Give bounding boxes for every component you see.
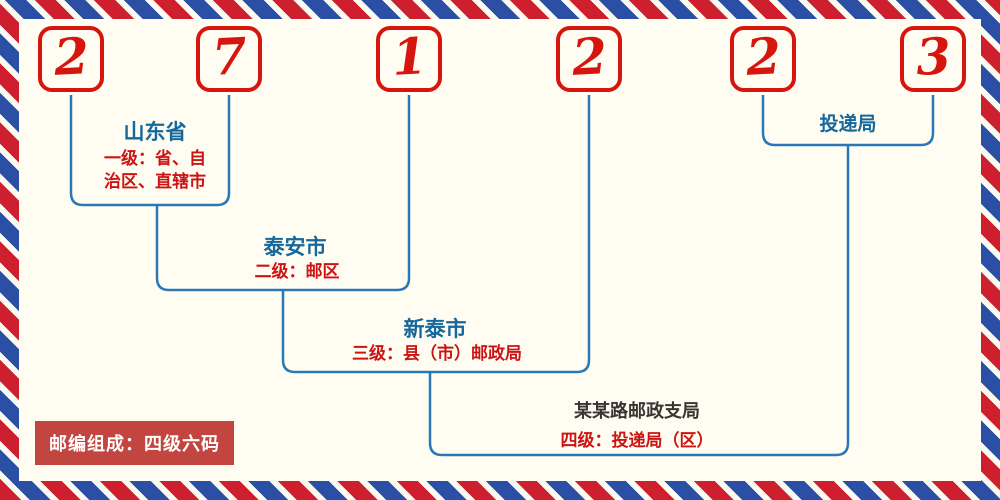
content-panel [19, 19, 981, 481]
level1-desc: 一级：省、自 治区、直辖市 [104, 147, 206, 193]
digit-4: 2 [570, 25, 608, 87]
digit-3: 1 [390, 25, 428, 87]
digit-box-5: 2 [730, 26, 796, 92]
delivery-office-label: 投递局 [819, 114, 877, 135]
digit-6: 3 [914, 25, 952, 87]
level3-desc: 三级：县（市）邮政局 [352, 344, 522, 363]
level1-place-label: 山东省 [123, 121, 187, 144]
level3-place-label: 新泰市 [403, 318, 467, 341]
digit-box-1: 2 [38, 26, 104, 92]
digit-box-6: 3 [900, 26, 966, 92]
digit-box-3: 1 [376, 26, 442, 92]
composition-badge: 邮编组成：四级六码 [35, 421, 234, 465]
digit-box-2: 7 [196, 26, 262, 92]
level1-desc-line2: 治区、直辖市 [104, 172, 206, 191]
digit-box-4: 2 [556, 26, 622, 92]
level2-place-label: 泰安市 [263, 236, 327, 259]
level1-desc-line1: 一级：省、自 [104, 149, 206, 168]
level4-place-label: 某某路邮政支局 [574, 401, 700, 421]
level4-desc: 四级：投递局（区） [560, 431, 714, 450]
digit-1: 2 [52, 25, 90, 87]
digit-5: 2 [744, 25, 782, 87]
level2-desc: 二级：邮区 [254, 262, 340, 281]
digit-2: 7 [210, 25, 248, 87]
